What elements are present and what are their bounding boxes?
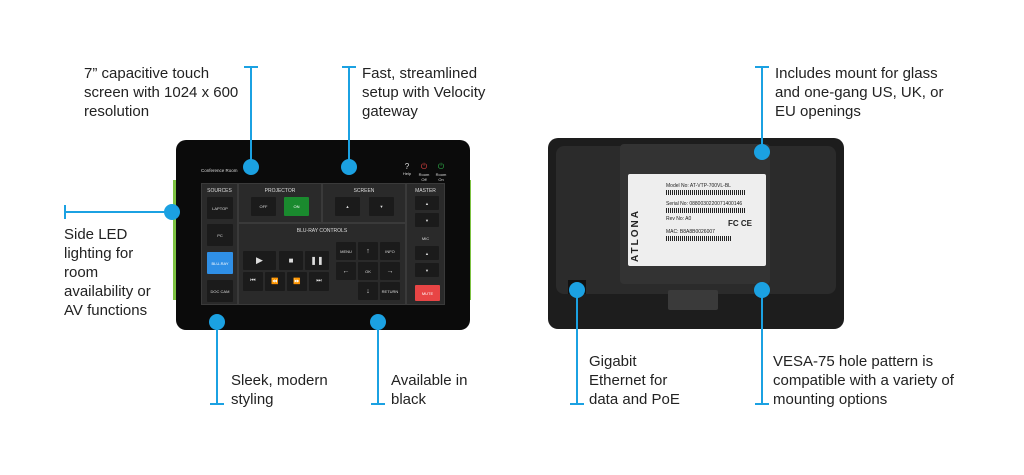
callout-black-text: Available in black [391, 372, 468, 408]
source-doccam[interactable]: DOC CAM [207, 280, 233, 302]
callout-dot [243, 159, 259, 175]
callout-touch-text: 7” capacitive touch screen with 1024 x 6… [84, 65, 239, 120]
info-button[interactable]: INFO [380, 242, 400, 260]
skip-forward-button[interactable]: ⏭ [309, 272, 329, 291]
screen-title: SCREEN [353, 188, 375, 194]
barcode [666, 208, 746, 213]
callout-cap [210, 403, 224, 405]
master-down-button[interactable]: ▼ [415, 213, 439, 227]
led-strip-left [173, 180, 177, 300]
volume-panel: MASTER ▲ ▼ MIC ▲ ▼ MUTE [406, 183, 445, 305]
skip-back-button[interactable]: ⏮ [243, 272, 263, 291]
bluray-title: BLU-RAY CONTROLS [296, 228, 348, 234]
certification-icons: FC CE [728, 219, 752, 228]
serial-number: Serial No: 0880030220071400146 [666, 201, 743, 207]
callout-dot [754, 144, 770, 160]
mic-title: MIC [421, 236, 430, 241]
callout-dot [164, 204, 180, 220]
brand-logo: ATLONA [630, 209, 641, 262]
callout-line [250, 66, 252, 166]
master-up-button[interactable]: ▲ [415, 196, 439, 210]
revision-number: Rev No: A0 [666, 216, 692, 222]
barcode [666, 236, 731, 241]
source-bluray[interactable]: BLU-RAY [207, 252, 233, 274]
callout-sleek-text: Sleek, modern styling [231, 372, 328, 408]
mic-up-button[interactable]: ▲ [415, 246, 439, 260]
up-button[interactable]: ↑ [358, 242, 378, 260]
callout-vesa-text: VESA-75 hole pattern is compatible with … [773, 353, 954, 408]
model-number: Model No: AT-VTP-700VL-BL [666, 183, 731, 189]
mic-down-button[interactable]: ▼ [415, 263, 439, 277]
projector-on-button[interactable]: ON [284, 197, 309, 216]
pause-button[interactable]: ❚❚ [305, 251, 329, 270]
callout-dot [341, 159, 357, 175]
play-button[interactable]: ▶ [243, 251, 276, 270]
product-label: ATLONA Model No: AT-VTP-700VL-BL Serial … [628, 174, 766, 266]
source-laptop[interactable]: LAPTOP [207, 197, 233, 219]
help-button[interactable]: ?Help [402, 162, 412, 176]
room-on-button[interactable]: ⏻Room On [433, 162, 449, 182]
screen-panel: SCREEN ▲ ▼ [322, 183, 406, 223]
callout-line [761, 290, 763, 404]
barcode [666, 190, 746, 195]
callout-cap [371, 403, 385, 405]
projector-panel: PROJECTOR OFF ON [238, 183, 322, 223]
mute-button[interactable]: MUTE [415, 285, 440, 301]
source-pc[interactable]: PC [207, 224, 233, 246]
callout-mount-text: Includes mount for glass and one-gang US… [775, 65, 944, 120]
callout-setup-text: Fast, streamlined setup with Velocity ga… [362, 65, 486, 120]
projector-title: PROJECTOR [264, 188, 296, 194]
mac-address: MAC: B8A8B0026007 [666, 229, 715, 235]
callout-cap [755, 403, 769, 405]
master-title: MASTER [415, 188, 436, 194]
rewind-button[interactable]: ⏪ [265, 272, 285, 291]
callout-line [377, 322, 379, 404]
screen-down-button[interactable]: ▼ [369, 197, 394, 216]
room-off-button[interactable]: ⏻Room Off [416, 162, 432, 182]
screen-up-button[interactable]: ▲ [335, 197, 360, 216]
fast-forward-button[interactable]: ⏩ [287, 272, 307, 291]
touch-panel-rear: ATLONA Model No: AT-VTP-700VL-BL Serial … [548, 138, 844, 329]
help-icon: ? [404, 162, 410, 171]
sources-panel: SOURCES LAPTOP PC BLU-RAY DOC CAM [201, 183, 238, 305]
down-button[interactable]: ↓ [358, 282, 378, 300]
left-button[interactable]: ← [336, 262, 356, 280]
callout-ethernet-text: Gigabit Ethernet for data and PoE [589, 353, 680, 408]
callout-line [216, 322, 218, 404]
bluray-panel: BLU-RAY CONTROLS ▶ ■ ❚❚ ⏮ ⏪ ⏩ ⏭ MENU ↑ I… [238, 223, 406, 305]
sources-title: SOURCES [207, 188, 232, 194]
ok-button[interactable]: OK [358, 262, 378, 280]
projector-off-button[interactable]: OFF [251, 197, 276, 216]
right-button[interactable]: → [380, 262, 400, 280]
callout-line [64, 211, 172, 213]
stop-button[interactable]: ■ [279, 251, 303, 270]
menu-button[interactable]: MENU [336, 242, 356, 260]
return-button[interactable]: RETURN [380, 282, 400, 300]
callout-line [348, 66, 350, 166]
callout-cap [570, 403, 584, 405]
power-icon: ⏻ [437, 162, 445, 171]
connector [668, 290, 718, 310]
touch-panel-front: Conference Room ?Help ⏻Room Off ⏻Room On… [176, 140, 470, 330]
room-name: Conference Room [201, 168, 238, 173]
power-icon: ⏻ [420, 162, 428, 171]
callout-line [576, 290, 578, 404]
callout-line [761, 66, 763, 152]
callout-led-text: Side LED lighting for room availability … [64, 226, 151, 319]
